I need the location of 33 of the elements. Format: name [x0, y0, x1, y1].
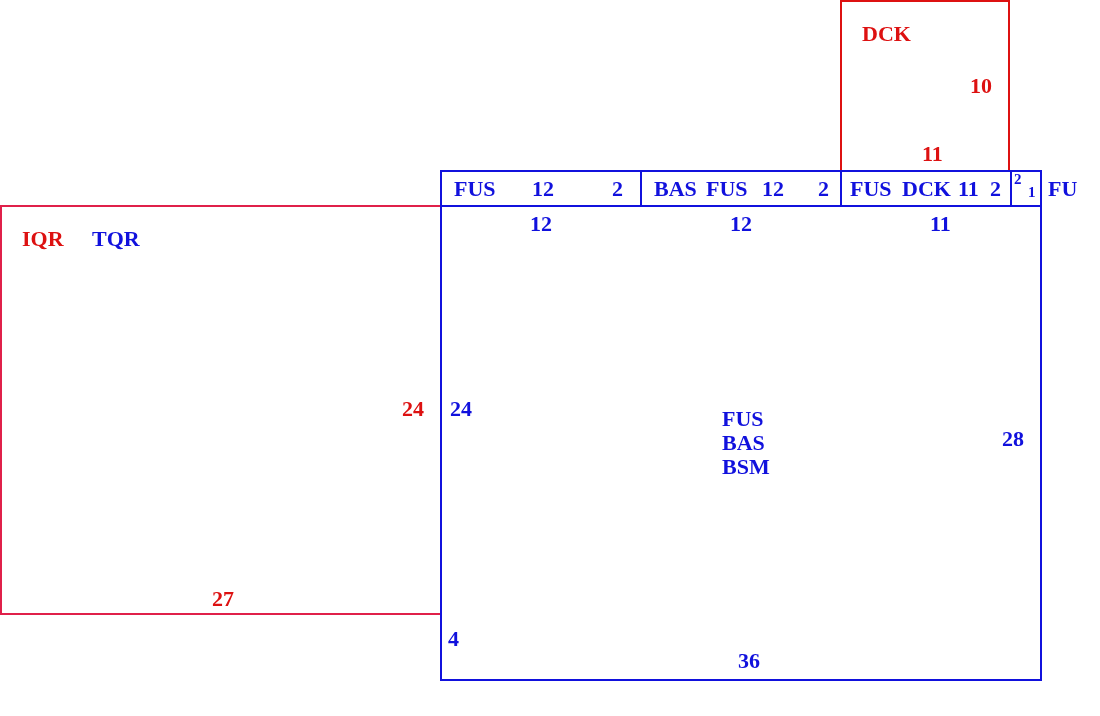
room-label: 11	[922, 142, 943, 166]
room-label: FUS	[850, 177, 892, 201]
room-label: 2	[1014, 171, 1022, 187]
room-label: 10	[970, 74, 992, 98]
room-label: FUS	[454, 177, 496, 201]
room-label: 24	[402, 397, 424, 421]
room-label: 11	[958, 177, 979, 201]
room-label: FUS	[706, 177, 748, 201]
room-label: 27	[212, 587, 234, 611]
room-label: 2	[990, 177, 1001, 201]
room-label: 1	[1028, 184, 1036, 200]
room-label: BAS	[654, 177, 697, 201]
room-label: FU	[1048, 177, 1078, 201]
room-label: 2	[612, 177, 623, 201]
room-outline	[0, 205, 442, 615]
room-label: DCK	[862, 22, 911, 46]
room-label: 28	[1002, 427, 1024, 451]
dimension-label: 11	[930, 212, 951, 236]
room-label: 4	[448, 627, 459, 651]
room-label: DCK	[902, 177, 951, 201]
room-outline	[840, 0, 1010, 172]
dimension-label: 12	[530, 212, 552, 236]
room-label: TQR	[92, 227, 140, 251]
room-label: 12	[762, 177, 784, 201]
room-outline	[440, 170, 642, 207]
dimension-label: 12	[730, 212, 752, 236]
room-label: 24	[450, 397, 472, 421]
room-label: 36	[738, 649, 760, 673]
room-label: IQR	[22, 227, 64, 251]
room-label: 2	[818, 177, 829, 201]
room-label: FUS BAS BSM	[722, 407, 771, 479]
room-label: 12	[532, 177, 554, 201]
room-outline	[440, 205, 1042, 681]
